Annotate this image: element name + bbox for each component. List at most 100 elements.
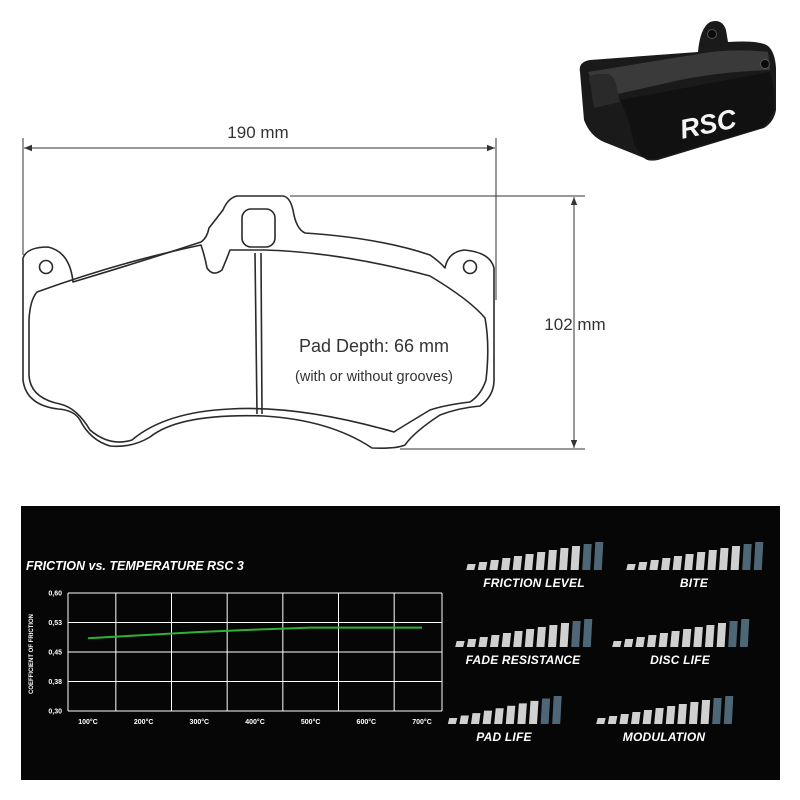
rating-modulation: MODULATION — [589, 694, 739, 754]
rating-bar-filled — [529, 700, 539, 724]
rating-bar-filled — [695, 552, 706, 570]
rating-label: FRICTION LEVEL — [483, 576, 585, 590]
rating-bar-empty — [571, 621, 581, 647]
x-tick-label: 600°C — [357, 718, 377, 726]
width-label: 190 mm — [227, 123, 288, 142]
y-axis-title: COEFFICIENT OF FRICTION — [29, 614, 35, 694]
rating-bar-filled — [619, 714, 629, 724]
rating-bar-filled — [612, 641, 622, 647]
rating-bar-filled — [677, 704, 687, 724]
rating-bar-filled — [661, 558, 671, 570]
rating-bar-empty — [728, 621, 738, 647]
rating-pad-life: PAD LIFE — [429, 694, 579, 754]
brake-pad-product-image: RSC — [579, 21, 776, 161]
x-tick-label: 500°C — [301, 718, 321, 726]
rating-disc-life: DISC LIFE — [605, 617, 755, 677]
chart-title: FRICTION vs. TEMPERATURE RSC 3 — [26, 559, 244, 573]
rating-bar-empty — [712, 698, 722, 724]
rating-bar-filled — [684, 554, 694, 570]
performance-info-panel: FRICTION vs. TEMPERATURE RSC 3 0,60 0,53 0… — [21, 506, 780, 780]
rating-label: BITE — [679, 576, 709, 590]
x-tick-label: 400°C — [245, 718, 265, 726]
rating-bar-filled — [631, 712, 641, 724]
x-tick-label: 100°C — [78, 718, 98, 726]
x-tick-labels: 100°C 200°C 300°C 400°C 500°C 600°C 700°C — [78, 718, 432, 726]
y-tick-labels: 0,600,530,450,380,30 — [48, 591, 62, 716]
rating-bar-filled — [693, 627, 703, 647]
rating-bar-empty — [593, 542, 604, 570]
rating-bar-filled — [466, 639, 477, 647]
rating-bar-filled — [559, 623, 570, 647]
rating-bar-empty — [540, 698, 551, 724]
rating-bar-empty — [552, 696, 562, 724]
rating-label: DISC LIFE — [650, 653, 710, 667]
rating-bar-filled — [478, 637, 488, 647]
rating-bars — [466, 542, 604, 570]
rating-bar-filled — [607, 716, 618, 724]
rating-bar-filled — [700, 700, 711, 724]
friction-temperature-chart: FRICTION vs. TEMPERATURE RSC 3 0,60 0,53 0… — [26, 559, 443, 726]
x-tick-label: 700°C — [412, 718, 432, 726]
rating-bar-filled — [654, 708, 664, 724]
rating-bar-filled — [730, 546, 741, 570]
rating-label: PAD LIFE — [476, 730, 532, 744]
rating-bar-filled — [455, 641, 465, 647]
rating-bar-filled — [559, 548, 569, 570]
y-tick-label: 0,53 — [48, 620, 62, 627]
rating-bar-filled — [665, 706, 676, 724]
rating-bar-filled — [482, 710, 493, 724]
rating-bar-filled — [719, 548, 729, 570]
pad-depth-note: (with or without grooves) — [295, 369, 453, 385]
rating-bar-filled — [477, 562, 488, 570]
rating-bar-filled — [535, 552, 546, 570]
rating-bar-filled — [658, 633, 669, 647]
rating-bar-filled — [547, 550, 557, 570]
series-line — [87, 626, 422, 640]
rating-bar-filled — [466, 564, 476, 570]
rating-bar-filled — [471, 713, 481, 724]
rating-bar-filled — [705, 625, 715, 647]
rating-bar-filled — [623, 639, 634, 647]
y-tick-label: 0,45 — [48, 650, 62, 657]
chart-grid — [67, 592, 443, 712]
rating-bar-filled — [689, 702, 699, 724]
rating-bar-filled — [501, 558, 511, 570]
rating-bar-filled — [570, 546, 581, 570]
rating-bar-filled — [716, 623, 727, 647]
rating-bar-filled — [512, 556, 523, 570]
rating-bar-empty — [742, 544, 752, 570]
rating-bar-filled — [681, 629, 692, 647]
rating-bar-empty — [723, 696, 734, 724]
rating-bar-filled — [596, 718, 606, 724]
rating-bar-filled — [524, 554, 534, 570]
rating-bite: BITE — [619, 540, 769, 600]
rating-bar-filled — [494, 708, 504, 724]
rating-bar-filled — [707, 550, 717, 570]
rating-bar-filled — [647, 635, 657, 647]
rating-friction-level: FRICTION LEVEL — [459, 540, 609, 600]
rating-label: FADE RESISTANCE — [465, 653, 581, 667]
rating-bar-filled — [524, 629, 535, 647]
rating-bar-filled — [536, 627, 546, 647]
rating-fade-resistance: FADE RESISTANCE — [448, 617, 598, 677]
pad-depth-label: Pad Depth: 66 mm — [299, 336, 449, 356]
rating-label: MODULATION — [622, 730, 706, 744]
x-tick-label: 300°C — [190, 718, 210, 726]
rating-bar-filled — [672, 556, 683, 570]
x-tick-label: 200°C — [134, 718, 154, 726]
rating-bars — [626, 542, 764, 570]
rating-bar-filled — [513, 631, 523, 647]
rating-bars — [447, 696, 562, 724]
chart-series — [87, 626, 422, 640]
rating-bar-filled — [517, 703, 527, 724]
rating-bar-filled — [501, 633, 512, 647]
height-label: 102 mm — [544, 315, 605, 334]
pad-technical-drawing: 190 mm 102 mm Pad Depth: 66 mm (with or … — [22, 123, 606, 450]
y-tick-label: 0,30 — [48, 709, 62, 716]
rating-bar-filled — [447, 718, 458, 724]
rating-bar-empty — [753, 542, 764, 570]
rating-bar-filled — [490, 635, 500, 647]
rating-bars — [612, 619, 750, 647]
rating-bar-filled — [670, 631, 680, 647]
y-tick-label: 0,60 — [48, 591, 62, 598]
